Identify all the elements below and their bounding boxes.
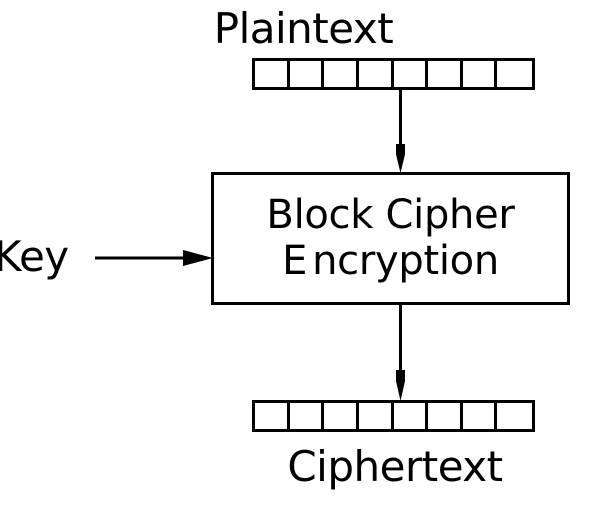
plaintext-cell [463,61,498,87]
key-label: Key [0,232,69,281]
ciphertext-label: Ciphertext [287,442,503,491]
ciphertext-cell [463,403,498,429]
ciphertext-cell [324,403,359,429]
plaintext-cell [255,61,290,87]
ciphertext-cell [290,403,325,429]
plaintext-block-row [252,58,535,90]
plaintext-cell [324,61,359,87]
cipher-box-line-1: Block Cipher [266,192,515,239]
plaintext-label: Plaintext [213,4,394,53]
ciphertext-cell [359,403,394,429]
plaintext-cell [497,61,532,87]
ciphertext-block-row [252,400,535,432]
ciphertext-cell [394,403,429,429]
down-arrow-icon-box-to-ciphertext [396,304,405,401]
right-arrow-icon-key-to-box [95,250,213,266]
down-arrow-icon-plaintext-to-box [396,88,405,173]
plaintext-cell [290,61,325,87]
cipher-box-line-2-remainder: ncryption [312,237,499,284]
ciphertext-cell [428,403,463,429]
plaintext-cell [394,61,429,87]
plaintext-cell [428,61,463,87]
ciphertext-cell [497,403,532,429]
cipher-box-line-2-initial: E [282,237,308,284]
ciphertext-cell [255,403,290,429]
plaintext-cell [359,61,394,87]
